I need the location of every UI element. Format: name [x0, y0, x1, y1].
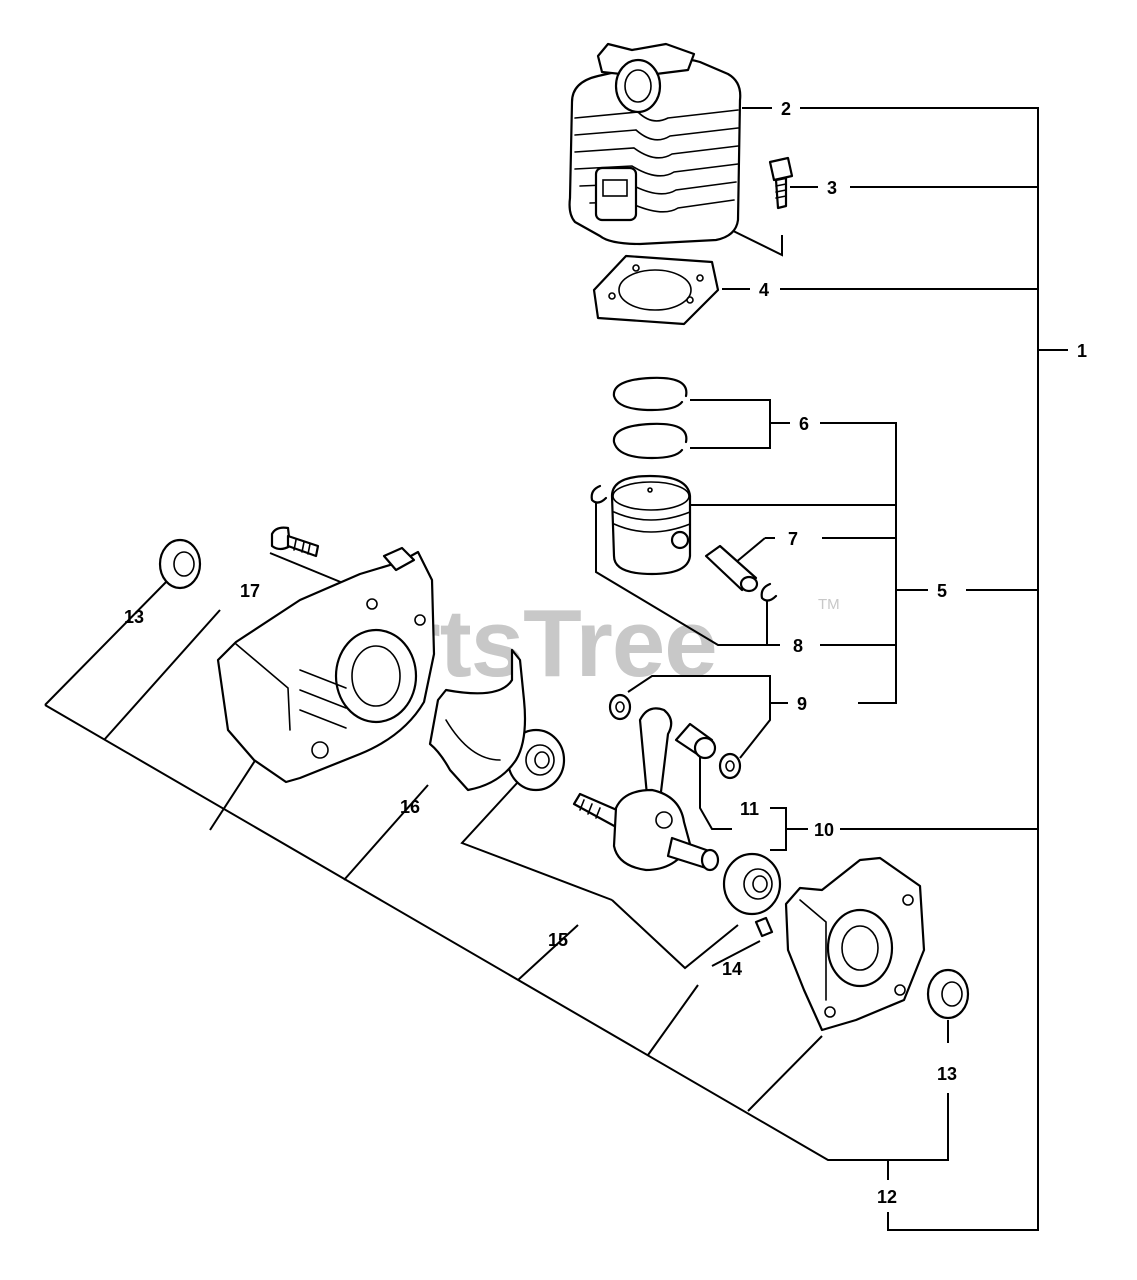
ball-bearing-right: [722, 852, 782, 916]
callout-3: 3: [827, 178, 837, 198]
thrust-washers: [608, 693, 742, 780]
callout-14: 14: [722, 959, 742, 979]
dowel-pin: [754, 916, 774, 938]
oil-seal-right: [926, 968, 970, 1020]
oil-seal-left: [158, 538, 202, 590]
watermark-tm: TM: [818, 596, 840, 613]
callout-6: 6: [799, 414, 809, 434]
callout-17: 17: [240, 581, 260, 601]
callout-15: 15: [548, 930, 568, 950]
cylinder: [568, 42, 742, 246]
callout-8: 8: [793, 636, 803, 656]
callout-9: 9: [797, 694, 807, 714]
cylinder-bolt: [768, 156, 794, 210]
piston-pin: [704, 544, 759, 593]
callout-1: 1: [1077, 341, 1087, 361]
crankcase-left-half: [216, 546, 436, 784]
callout-13-right: 13: [937, 1064, 957, 1084]
callout-5: 5: [937, 581, 947, 601]
crankcase-gasket: [428, 648, 527, 792]
cylinder-gasket: [592, 254, 720, 326]
callout-11: 11: [740, 799, 759, 819]
callout-16: 16: [400, 797, 420, 817]
crankcase-right-half: [784, 856, 926, 1032]
callout-2: 2: [781, 99, 791, 119]
callout-labels: 1 2 3 4 5 6 7 8 9 10 11 12 13 13 14 15 1…: [124, 99, 1087, 1207]
crankshaft: [572, 707, 720, 872]
callout-7: 7: [788, 529, 798, 549]
piston: [610, 474, 692, 576]
callout-10: 10: [814, 820, 834, 840]
piston-rings: [612, 376, 688, 460]
leader-lines: [44, 107, 1068, 1231]
crankcase-bolt: [270, 526, 320, 558]
needle-bearing: [674, 722, 717, 760]
callout-12: 12: [877, 1187, 897, 1207]
callout-4: 4: [759, 280, 769, 300]
circlips: [590, 484, 778, 602]
callout-13-left: 13: [124, 607, 144, 627]
